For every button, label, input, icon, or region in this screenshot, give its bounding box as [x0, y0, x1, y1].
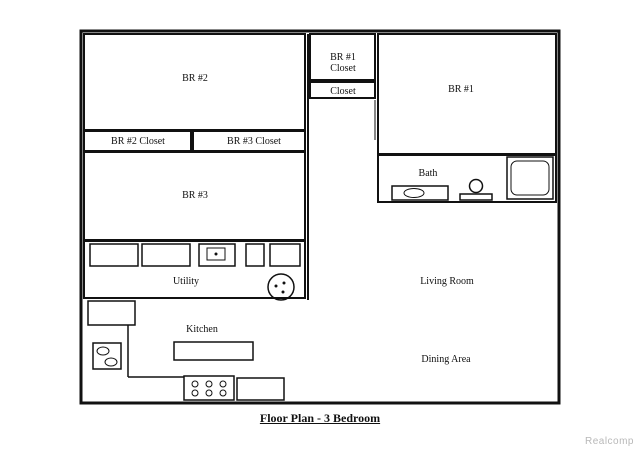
stove	[183, 375, 235, 401]
washer-dot	[282, 281, 286, 285]
room-utility	[83, 240, 306, 299]
stove-burner	[191, 389, 199, 397]
stove-burner	[205, 389, 213, 397]
label-br2-closet: BR #2 Closet	[111, 136, 165, 147]
outer-wall	[79, 29, 561, 405]
floor-plan-diagram: BR #2 BR #1 Closet Closet BR #1 BR #2 Cl…	[79, 29, 561, 405]
stove-burner	[219, 389, 227, 397]
utility-sink	[198, 243, 236, 267]
toilet-tank	[459, 193, 493, 201]
label-dining-area: Dining Area	[421, 354, 471, 365]
room-bath	[377, 154, 557, 203]
floor-plan-title: Floor Plan - 3 Bedroom	[259, 411, 381, 425]
label-closet: Closet	[330, 86, 356, 97]
label-bath: Bath	[419, 168, 438, 179]
room-br1-closet	[309, 33, 376, 81]
stove-burner	[205, 380, 213, 388]
label-kitchen: Kitchen	[186, 324, 218, 335]
toilet-bowl	[468, 178, 484, 194]
label-br1: BR #1	[448, 84, 474, 95]
utility-sink-basin	[206, 247, 226, 261]
stove-burner	[219, 380, 227, 388]
water-heater	[245, 243, 265, 267]
bath-vanity	[391, 185, 449, 201]
utility-cabinet	[89, 243, 139, 267]
label-br1-closet-line1: BR #1	[330, 52, 356, 63]
label-br1-closet-line2: Closet	[330, 63, 356, 74]
bathtub-inner	[510, 160, 550, 196]
watermark-text: Realcomp	[584, 436, 634, 447]
bath-sink	[403, 188, 425, 198]
sink-bowl	[104, 357, 118, 367]
kitchen-island	[173, 341, 254, 361]
label-br2: BR #2	[182, 73, 208, 84]
label-living-room: Living Room	[420, 276, 474, 287]
stove-burner	[191, 380, 199, 388]
utility-cabinet	[269, 243, 301, 267]
bathtub	[506, 156, 554, 200]
kitchen-sink	[92, 342, 122, 370]
sink-bowl	[96, 346, 110, 356]
washer	[267, 273, 295, 301]
sink-drain	[214, 252, 218, 256]
washer-dot	[274, 284, 278, 288]
washer-dot	[281, 290, 285, 294]
room-closet	[309, 81, 376, 99]
label-br3-closet: BR #3 Closet	[227, 136, 281, 147]
label-utility: Utility	[173, 276, 199, 287]
utility-cabinet	[141, 243, 191, 267]
refrigerator	[236, 377, 285, 401]
label-br3: BR #3	[182, 190, 208, 201]
kitchen-counter	[87, 300, 136, 326]
